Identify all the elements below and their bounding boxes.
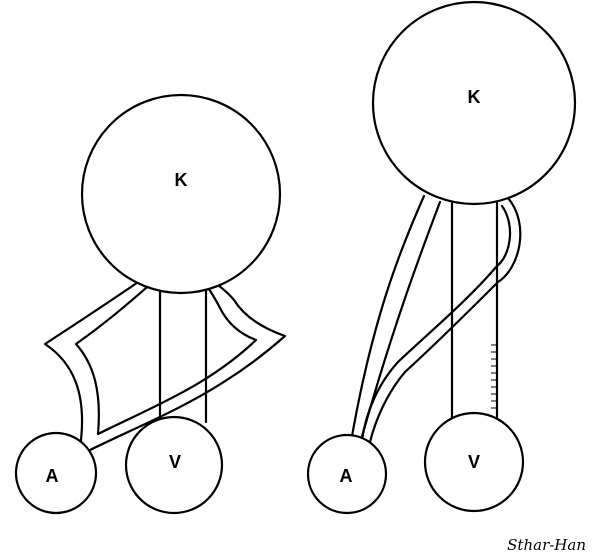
right-label-v: V	[468, 452, 480, 472]
right-graft-outer	[351, 196, 424, 442]
left-node-a: A	[16, 433, 96, 513]
artist-signature: Sthar-Han	[507, 536, 586, 554]
left-label-a: A	[46, 466, 59, 486]
left-diagram: K A V	[16, 95, 285, 513]
left-node-v: V	[126, 417, 222, 513]
left-circle-k	[82, 95, 280, 293]
right-label-k: K	[468, 87, 481, 107]
left-node-k: K	[82, 95, 280, 293]
right-vertical-tube	[452, 203, 497, 418]
right-node-k: K	[373, 2, 575, 204]
right-node-v: V	[425, 413, 523, 511]
left-label-v: V	[169, 452, 181, 472]
right-node-a: A	[308, 435, 386, 513]
right-diagram: K A V	[308, 2, 575, 513]
right-label-a: A	[340, 466, 353, 486]
right-graft-to-a	[351, 196, 440, 442]
right-tube-hatching	[491, 345, 496, 408]
right-graft-inner	[361, 202, 440, 440]
left-label-k: K	[175, 170, 188, 190]
